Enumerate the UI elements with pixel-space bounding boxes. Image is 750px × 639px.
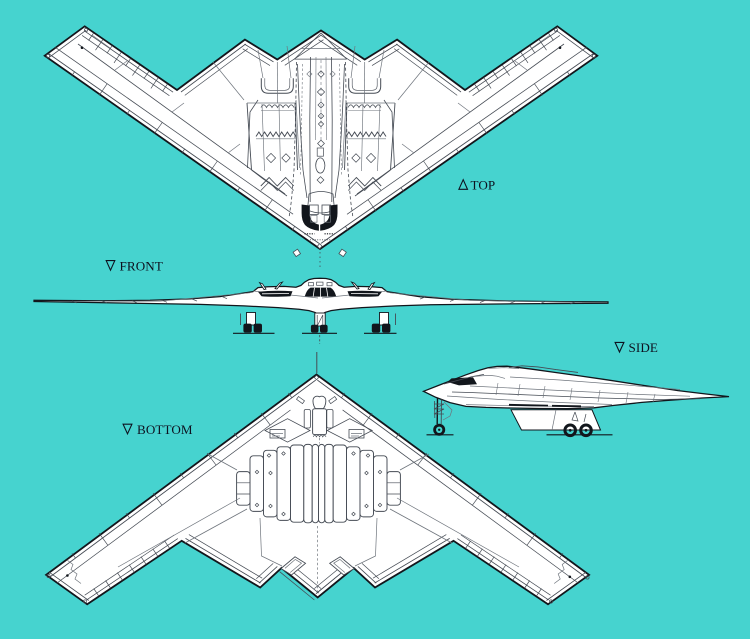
svg-text:TOP: TOP — [471, 178, 496, 193]
svg-text:FRONT: FRONT — [120, 258, 163, 273]
svg-text:BOTTOM: BOTTOM — [137, 422, 193, 437]
svg-text:SIDE: SIDE — [629, 340, 659, 355]
